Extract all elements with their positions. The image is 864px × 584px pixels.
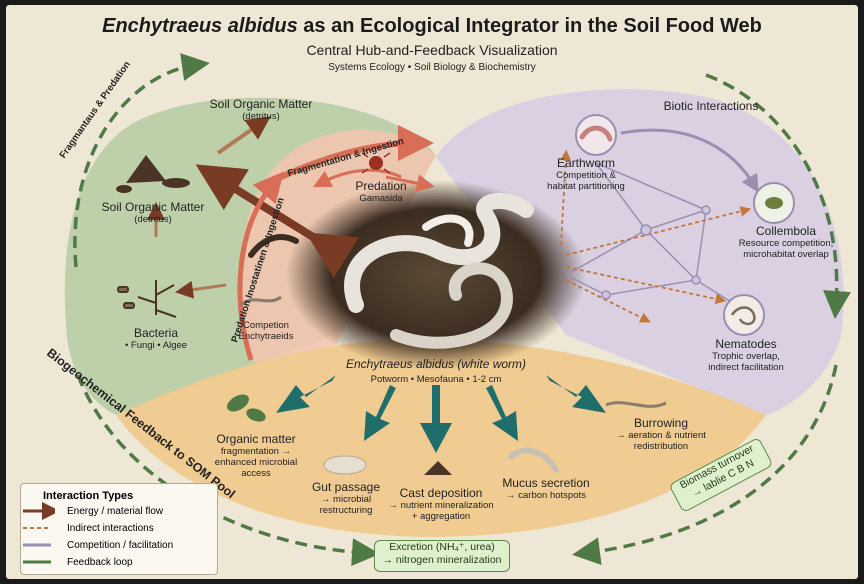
page-title: Enchytraeus albidus as an Ecological Int… (6, 15, 858, 38)
biotic-interactions-heading: Biotic Interactions (646, 100, 776, 114)
som-left-label: Soil Organic Matter(detritus) (98, 201, 208, 226)
excretion-box: Excretion (NH₄⁺, urea)→ nitrogen mineral… (374, 540, 510, 572)
earthworm-label: EarthwormCompetition &habitat partitioni… (526, 157, 646, 193)
legend-title: Interaction Types (43, 490, 133, 502)
legend-item-energy: Energy / material flow (67, 506, 163, 517)
organic-matter-label: Organic matterfragmentation →enhanced mi… (206, 433, 306, 480)
collembola-label: CollembolaResource competition,microhabi… (726, 225, 846, 261)
nematodes-node (724, 295, 764, 335)
som-top-label: Soil Organic Matter(detritus) (206, 98, 316, 123)
burrowing-label: Burrowing→ aeration & nutrientredistribu… (606, 417, 716, 453)
legend-swatches (21, 494, 55, 574)
predation-label: PredationGamasida (341, 180, 421, 205)
center-species-desc: Potworm • Mesofauna • 1-2 cm (286, 375, 586, 386)
nematodes-label: NematodesTrophic overlap,indirect facili… (686, 338, 806, 374)
legend-item-feedback: Feedback loop (67, 557, 133, 568)
cast-deposition-label: Cast deposition→ nutrient mineralization… (376, 487, 506, 523)
center-species-name: Enchytraeus albidus (white worm) (286, 358, 586, 372)
mucus-secretion-label: Mucus secretion→ carbon hotspots (496, 477, 596, 502)
legend-item-competition: Competition / facilitation (67, 540, 173, 551)
gut-icon (324, 456, 366, 474)
gut-passage-label: Gut passage→ microbialrestructuring (306, 481, 386, 517)
legend: Interaction Types Energy / material flow… (20, 483, 218, 575)
diagram-canvas: Enchytraeus albidus as an Ecological Int… (6, 5, 858, 579)
bacteria-label: Bacteria• Fungi • Algee (116, 327, 196, 352)
legend-item-indirect: Indirect interactions (67, 523, 154, 534)
